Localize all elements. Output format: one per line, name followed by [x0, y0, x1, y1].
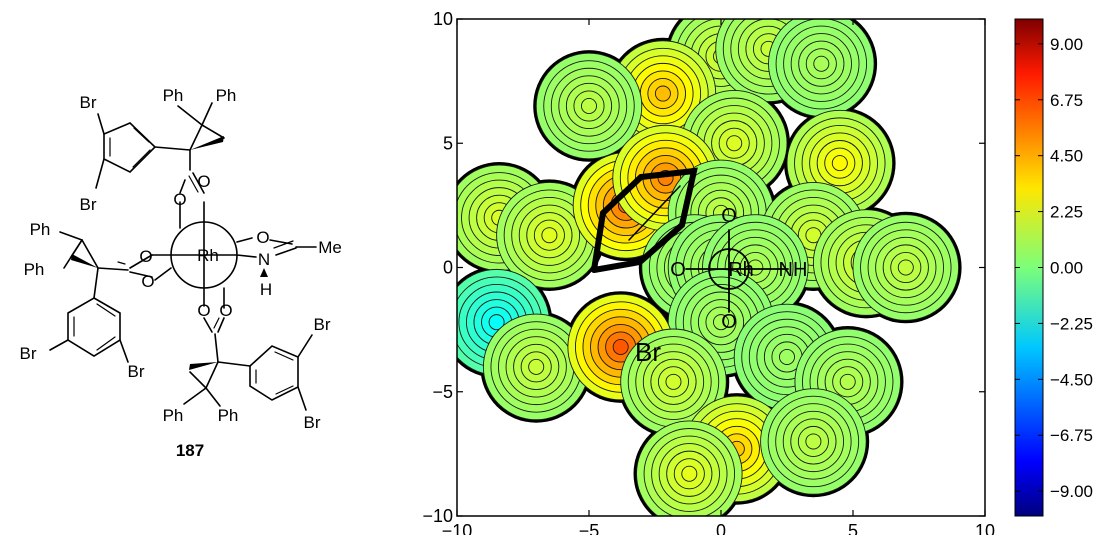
y-tick-label: 5 [443, 133, 453, 153]
atom-o-bottom-left: O [197, 301, 210, 320]
surface-blob-22 [620, 328, 727, 436]
y-axis-ticks: 10 5 0 −5 −10 [422, 9, 985, 526]
atom-br-5: Br [314, 315, 331, 334]
atom-br-2: Br [80, 195, 97, 214]
overlay-phenyl-ring [591, 167, 698, 273]
x-tick-label: 5 [848, 521, 858, 535]
atom-br-1: Br [80, 93, 97, 112]
chemical-structure [49, 102, 317, 411]
contour-ring [488, 314, 505, 331]
colorbar-tick-label: −9.00 [1050, 482, 1093, 501]
contour-ring [726, 135, 743, 152]
contour-ring [581, 97, 597, 114]
contour-ring [528, 358, 545, 375]
colorbar-tick-label: 4.50 [1050, 147, 1083, 166]
x-tick-label: 10 [975, 521, 995, 535]
x-tick-label: −5 [579, 521, 600, 535]
x-axis-ticks: −10 −5 0 5 10 [442, 19, 995, 535]
atom-o-amide: O [256, 228, 269, 247]
atom-o-left-bottom: O [141, 272, 154, 291]
atom-ph-5: Ph [163, 406, 184, 425]
surface-blob-8 [496, 181, 603, 289]
contour-map: O O O Rh NH Br −10 −5 0 5 10 10 5 0 −5 −10 [422, 9, 995, 535]
atom-n: N [258, 250, 270, 269]
y-tick-label: −5 [432, 382, 453, 402]
contour-ring [747, 259, 764, 276]
y-tick-label: 0 [443, 258, 453, 278]
atom-o-left-top: O [139, 247, 152, 266]
atom-h: H [260, 280, 272, 299]
overlay-nh: NH [779, 259, 808, 281]
structure-labels: Rh O O O O O O O N H Me Br Br Br Br Br B… [20, 86, 342, 460]
contour-ring [713, 314, 729, 331]
surface-blob-20 [482, 313, 590, 421]
atom-o-top-left: O [173, 190, 186, 209]
atom-ph-4: Ph [24, 260, 45, 279]
atom-ph-2: Ph [216, 86, 237, 105]
atom-o-top-right: O [197, 172, 210, 191]
contour-ring [897, 259, 914, 276]
x-tick-label: −10 [442, 521, 473, 535]
contour-ring [612, 339, 629, 356]
colorbar-tick-label: 9.00 [1050, 35, 1083, 54]
overlay-rh: Rh [728, 259, 754, 281]
colorbar-tick-label: −6.75 [1050, 426, 1093, 445]
colorbar-tick-label: 0.00 [1050, 259, 1083, 278]
contour-ring [665, 373, 682, 390]
overlay-o-left: O [670, 259, 686, 281]
contour-ring [654, 85, 671, 102]
surface-blob-14 [852, 214, 960, 321]
y-tick-label: 10 [433, 9, 453, 29]
contour-ring [831, 155, 848, 172]
atom-br-6: Br [304, 413, 321, 432]
colorbar-ticks: 9.00 6.75 4.50 2.25 0.00 −2.25 −4.50 −6.75 −9.00 [1015, 35, 1093, 501]
y-tick-label: −10 [422, 506, 453, 526]
atom-br-3: Br [20, 344, 37, 363]
surface-blob-27 [760, 388, 867, 495]
overlay-skeleton [591, 167, 789, 313]
colorbar-tick-label: −2.25 [1050, 314, 1093, 333]
atom-br-4: Br [128, 362, 145, 381]
surface-blob-4 [535, 52, 643, 160]
surface-blob-26 [636, 420, 743, 516]
contour-ring [779, 348, 795, 365]
colorbar-tick-label: 6.75 [1050, 91, 1083, 110]
atom-me: Me [318, 238, 342, 257]
atom-rh: Rh [197, 246, 219, 265]
colorbar: 9.00 6.75 4.50 2.25 0.00 −2.25 −4.50 −6.75 −9.00 [1014, 18, 1093, 517]
contour-ring [681, 465, 698, 482]
surface-blob-2 [768, 19, 875, 117]
overlay-o-bottom: O [721, 311, 737, 333]
contour-ring [813, 55, 830, 72]
colorbar-tick-label: 2.25 [1050, 203, 1083, 222]
contour-ring [541, 227, 558, 244]
atom-ph-1: Ph [163, 86, 184, 105]
contour-ring [805, 433, 822, 450]
colorbar-tick-label: −4.50 [1050, 370, 1093, 389]
atom-ph-6: Ph [218, 406, 239, 425]
compound-label: 187 [176, 441, 204, 460]
x-tick-label: 0 [716, 521, 726, 535]
overlay-br: Br [635, 337, 661, 367]
atom-ph-3: Ph [30, 220, 51, 239]
overlay-labels: O O O Rh NH Br [635, 205, 807, 367]
atom-o-bottom-right: O [219, 301, 232, 320]
overlay-o-top: O [721, 205, 737, 227]
contour-ring [839, 373, 856, 390]
